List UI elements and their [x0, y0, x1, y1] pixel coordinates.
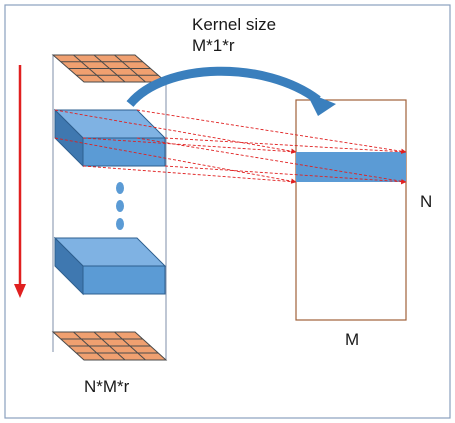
matrix-rows-label: N: [420, 192, 432, 211]
projection-lines: [54, 109, 407, 185]
kernel-size-dims: M*1*r: [192, 36, 235, 55]
input-dims-label: N*M*r: [84, 377, 130, 396]
kernel-size-title: Kernel size: [192, 15, 276, 34]
bottom-grid: [51, 331, 168, 361]
top-grid: [51, 54, 168, 83]
vertical-ellipsis-icon: [116, 182, 124, 230]
down-arrow-icon: [14, 65, 26, 298]
lower-block: [53, 236, 167, 296]
upper-block: [53, 108, 167, 168]
outer-frame: [4, 4, 451, 419]
curved-arrow-icon: [126, 66, 336, 116]
stack-outline: [52, 54, 167, 360]
matrix-cols-label: M: [345, 330, 359, 349]
output-band: [296, 152, 406, 182]
output-matrix: [295, 99, 407, 321]
